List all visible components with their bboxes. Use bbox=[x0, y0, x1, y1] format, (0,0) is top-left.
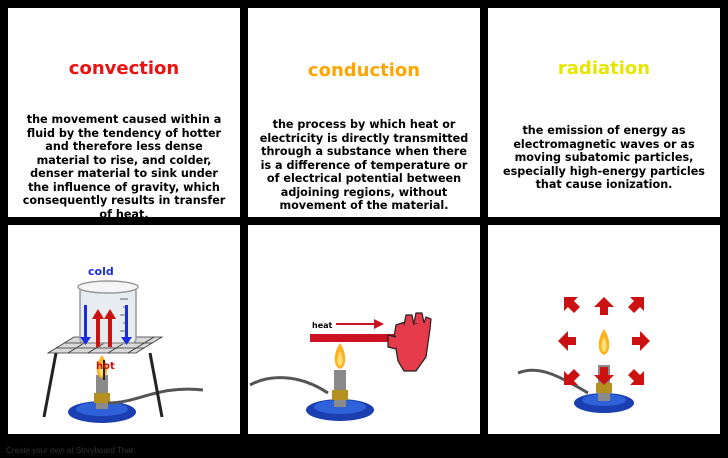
gas-hose bbox=[517, 368, 589, 395]
title-convection: convection bbox=[68, 58, 180, 79]
conduction-illustration: heat bbox=[249, 312, 432, 421]
convection-illustration: cold hot bbox=[42, 265, 204, 423]
panel-conduction-text: conduction the process by which heat or … bbox=[248, 8, 480, 217]
heat-label: heat bbox=[312, 321, 333, 330]
title-conduction: conduction bbox=[307, 60, 421, 81]
gas-hose bbox=[107, 387, 204, 405]
burner-tube bbox=[96, 375, 108, 409]
panel-radiation-scene bbox=[488, 225, 720, 434]
title-radiation: radiation bbox=[557, 58, 651, 79]
panel-conduction-scene: heat bbox=[248, 225, 480, 434]
gas-hose bbox=[249, 376, 329, 395]
footer-credit[interactable]: Create your own at Storyboard That bbox=[6, 446, 134, 455]
panel-convection-text: convection the movement caused within a … bbox=[8, 8, 240, 221]
hot-label: hot bbox=[96, 361, 115, 372]
hot-arrows bbox=[92, 309, 116, 347]
panel-convection-scene: cold hot bbox=[8, 225, 240, 434]
tripod-leg bbox=[148, 352, 164, 418]
hand-icon bbox=[387, 312, 432, 372]
radiation-illustration bbox=[517, 297, 650, 413]
cold-label: cold bbox=[88, 265, 114, 278]
description-radiation: the emission of energy as electromagneti… bbox=[503, 124, 705, 191]
tripod-leg bbox=[42, 352, 58, 418]
cold-arrows bbox=[80, 305, 132, 345]
description-convection: the movement caused within a fluid by th… bbox=[22, 113, 226, 221]
radiation-arrows bbox=[558, 297, 650, 385]
description-conduction: the process by which heat or electricity… bbox=[259, 118, 469, 212]
burner-tube bbox=[334, 370, 346, 407]
panel-radiation-text: radiation the emission of energy as elec… bbox=[488, 8, 720, 217]
metal-rod bbox=[310, 334, 410, 342]
